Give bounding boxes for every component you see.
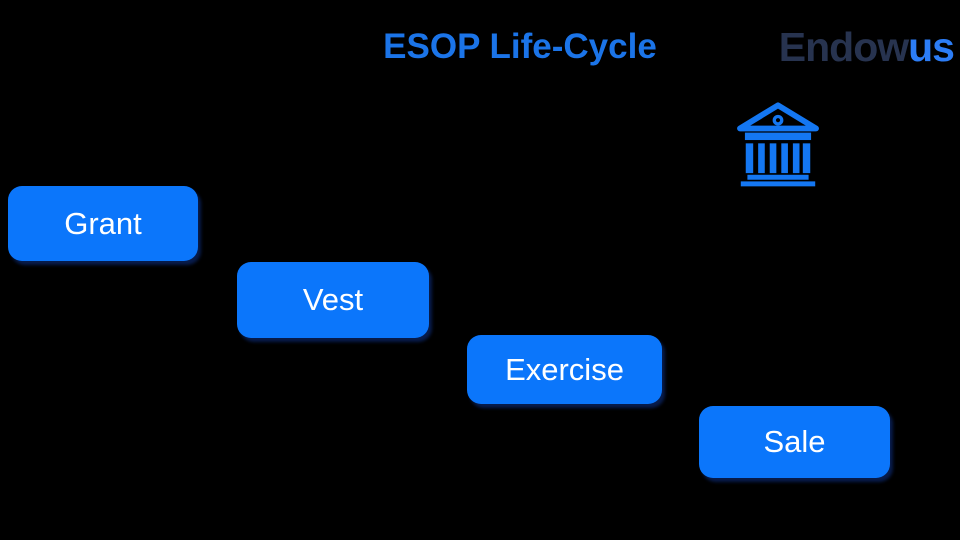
bank-icon — [737, 102, 819, 187]
endowus-logo: Endowus — [778, 24, 955, 71]
page-title: ESOP Life-Cycle — [383, 27, 657, 66]
step-vest: Vest — [237, 262, 429, 338]
logo-text-accent: us — [908, 24, 955, 70]
step-exercise: Exercise — [467, 335, 662, 404]
logo-text-dark: Endow — [778, 24, 909, 70]
step-sale: Sale — [699, 406, 890, 478]
step-grant: Grant — [8, 186, 198, 261]
